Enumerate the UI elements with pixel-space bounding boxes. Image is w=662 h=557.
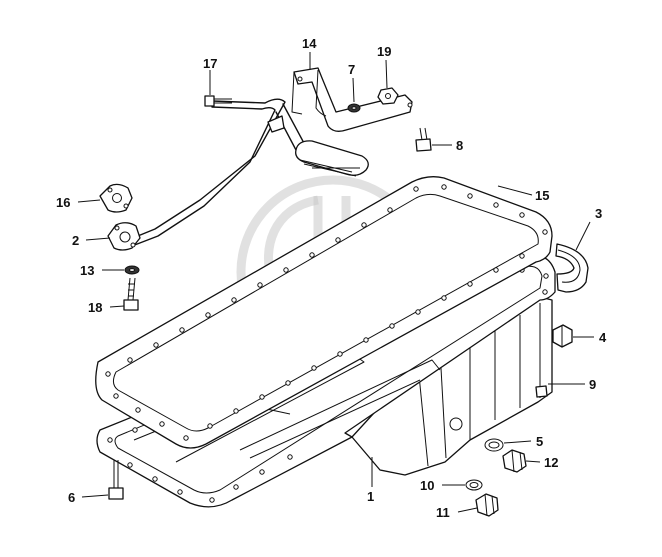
bolt-18 [123, 277, 139, 311]
callout-12: 12 [544, 455, 558, 470]
bolt-17 [204, 95, 232, 107]
dipstick-tube-3 [555, 243, 589, 293]
callout-13: 13 [80, 263, 94, 278]
plug-4 [552, 324, 573, 348]
callout-4: 4 [599, 330, 607, 345]
callout-17: 17 [203, 56, 217, 71]
oil-pan [96, 255, 556, 508]
callout-18: 18 [88, 300, 102, 315]
washer-7 [347, 103, 361, 113]
gasket-bolt-holes [105, 184, 548, 441]
callout-2: 2 [72, 233, 79, 248]
washer-13 [124, 265, 140, 275]
oil-suction-pipe [99, 98, 369, 251]
callout-6: 6 [68, 490, 75, 505]
callout-3: 3 [595, 206, 602, 221]
gasket-10 [465, 479, 483, 491]
drain-plug-11 [475, 493, 499, 517]
callout-19: 19 [377, 44, 391, 59]
callout-7: 7 [348, 62, 355, 77]
bolt-9 [535, 376, 548, 398]
callout-5: 5 [536, 434, 543, 449]
callout-14: 14 [302, 36, 317, 51]
bolt-6 [108, 460, 124, 500]
drain-plug-12 [502, 449, 527, 473]
callout-16: 16 [56, 195, 70, 210]
nut-19 [377, 87, 399, 105]
callout-11: 11 [436, 505, 450, 520]
callout-10: 10 [420, 478, 434, 493]
callout-1: 1 [367, 489, 374, 504]
callout-8: 8 [456, 138, 463, 153]
leader-lines [77, 52, 594, 513]
callout-labels: 1 2 3 4 5 6 7 8 9 10 11 12 13 14 15 16 1… [56, 36, 607, 520]
bolt-8 [415, 127, 432, 152]
gasket-5 [484, 438, 504, 452]
callout-15: 15 [535, 188, 549, 203]
oil-pan-gasket [95, 176, 553, 449]
callout-9: 9 [589, 377, 596, 392]
